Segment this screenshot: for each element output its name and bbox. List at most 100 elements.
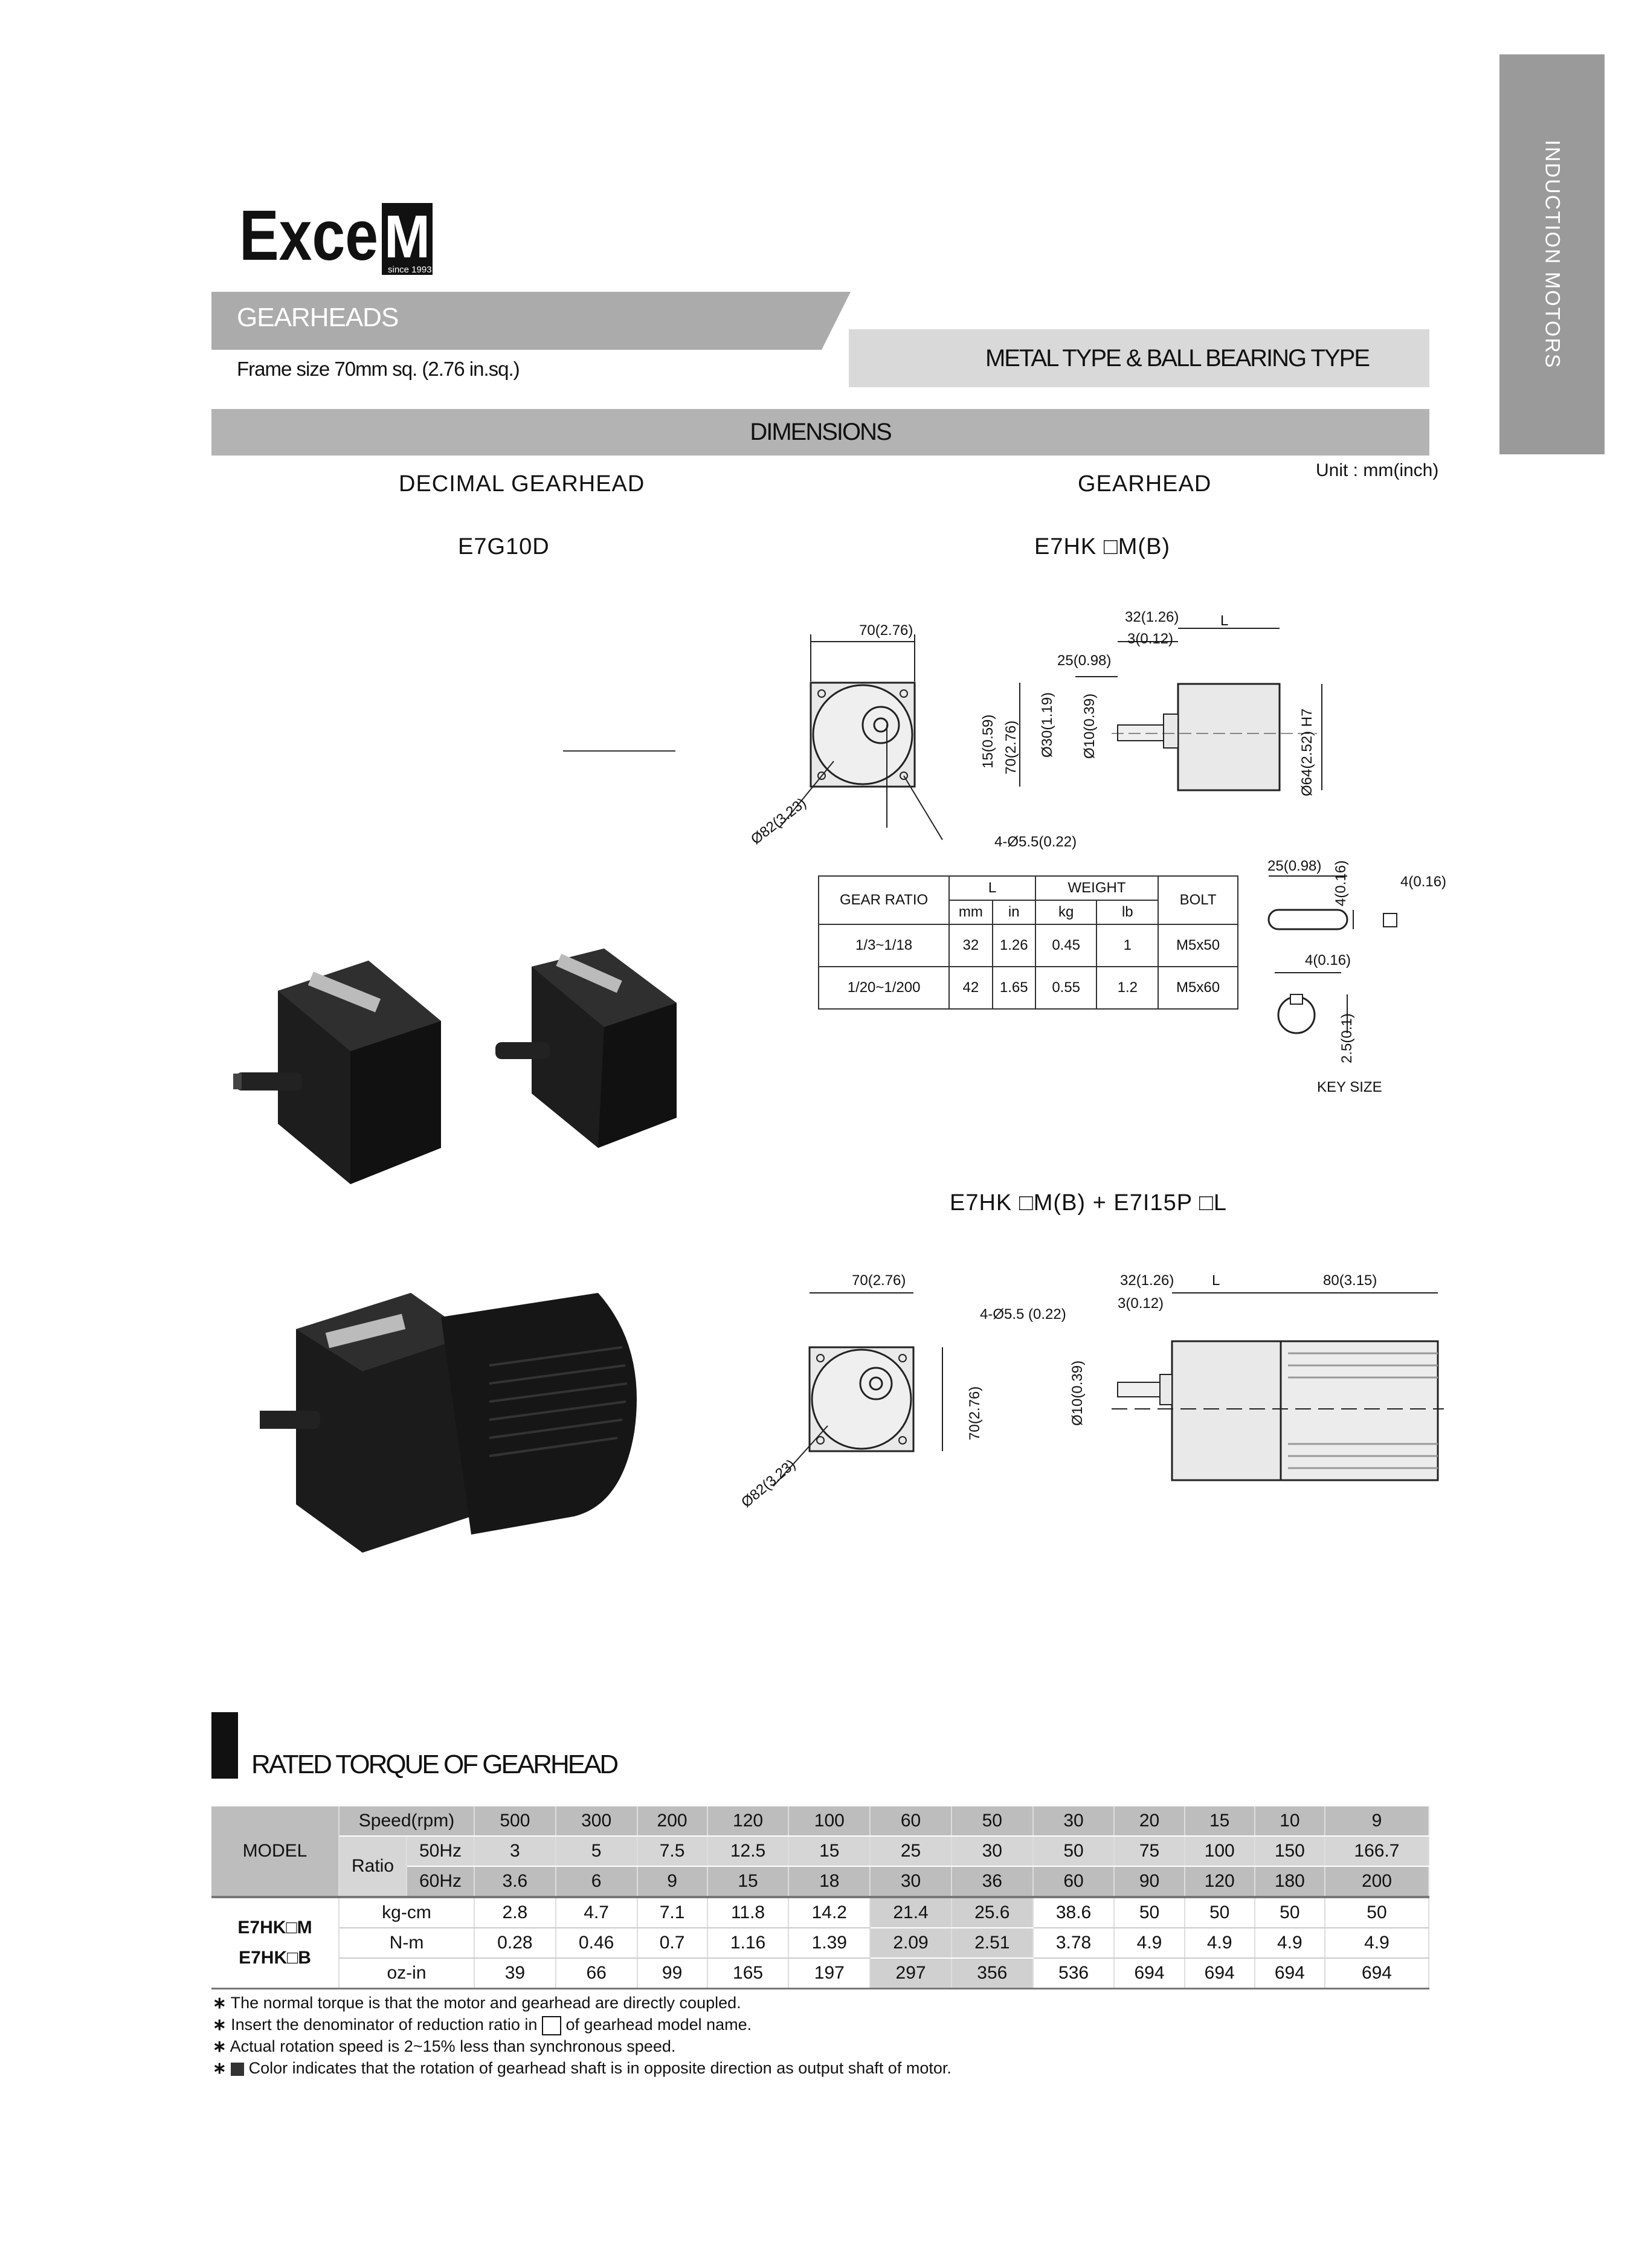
L-header: L — [948, 875, 1036, 901]
motor-front-view — [725, 1275, 1009, 1516]
dim2-32: 32(1.26) — [1120, 1272, 1174, 1289]
speed-header: Speed(rpm) — [339, 1806, 475, 1837]
side-tab: INDUCTION MOTORS — [1499, 54, 1605, 454]
torque-cell: 2.09 — [870, 1928, 952, 1959]
table-row: Ratio 50Hz 3 5 7.5 12.5 15 25 30 50 75 1… — [211, 1836, 1430, 1898]
ratio60-cell: 6 — [555, 1866, 638, 1898]
bolt-cell: M5x50 — [1158, 924, 1238, 967]
ratio60-cell: 15 — [707, 1866, 790, 1898]
torque-cell: 99 — [637, 1958, 708, 1989]
ratio60-cell: 200 — [1324, 1866, 1430, 1898]
svg-text:M: M — [384, 203, 430, 271]
dim2-holes: 4-Ø5.5 (0.22) — [980, 1306, 1066, 1322]
dim-64: Ø64(2.52) H7 — [1299, 708, 1315, 796]
torque-cell: 14.2 — [788, 1897, 871, 1928]
ratio60-cell: 9 — [637, 1866, 708, 1898]
ratio50-cell: 50 — [1032, 1836, 1115, 1867]
kg-cell: 0.55 — [1034, 966, 1098, 1010]
speed-cell: 60 — [870, 1806, 952, 1837]
gearhead-side-view — [1051, 610, 1329, 864]
key-25b: 2.5(0.1) — [1339, 1013, 1355, 1063]
table-row: N-m 0.28 0.46 0.7 1.16 1.39 2.09 2.51 3.… — [211, 1928, 1430, 1959]
speed-cell: 500 — [474, 1806, 556, 1837]
speed-cell: 10 — [1254, 1806, 1325, 1837]
model-cell: E7HK□M E7HK□B — [211, 1897, 340, 1989]
torque-cell: 50 — [1184, 1897, 1255, 1928]
torque-cell: 0.28 — [474, 1928, 556, 1959]
dim2-L: L — [1212, 1272, 1220, 1289]
gearheads-bar: GEARHEADS — [211, 292, 822, 350]
bolt-cell: M5x60 — [1158, 966, 1238, 1010]
gearhead-motor-icon — [254, 1293, 637, 1553]
ratio60-cell: 30 — [870, 1866, 952, 1898]
model-name: E7HK□B — [239, 1948, 311, 1968]
speed-cell: 50 — [951, 1806, 1034, 1837]
metal-type-bar: METAL TYPE & BALL BEARING TYPE — [849, 329, 1429, 387]
svg-text:since 1993: since 1993 — [388, 265, 432, 275]
in-header: in — [991, 900, 1036, 925]
speed-cell: 300 — [555, 1806, 638, 1837]
torque-cell: 0.7 — [637, 1928, 708, 1959]
gear-ratio-header: GEAR RATIO — [817, 875, 950, 925]
ratio50-cell: 7.5 — [637, 1836, 708, 1867]
gearhead-front-view — [743, 610, 1021, 864]
brand-logo: Exce M since 1993 — [239, 196, 433, 275]
torque-cell: 50 — [1324, 1897, 1430, 1928]
dim-L: L — [1220, 613, 1229, 629]
torque-cell: 4.9 — [1254, 1928, 1325, 1959]
ratio60-cell: 36 — [951, 1866, 1034, 1898]
ratio60-cell: 120 — [1184, 1866, 1255, 1898]
torque-cell: 165 — [707, 1958, 790, 1989]
note-3: ∗ Actual rotation speed is 2~15% less th… — [213, 2037, 675, 2056]
table-row: oz-in 39 66 99 165 197 297 356 536 694 6… — [211, 1958, 1430, 1989]
in-cell: 1.65 — [991, 966, 1036, 1010]
torque-cell: 7.1 — [637, 1897, 708, 1928]
ratio50-cell: 75 — [1114, 1836, 1185, 1867]
dimensions-bar: DIMENSIONS — [211, 409, 1429, 456]
mm-header: mm — [948, 900, 993, 925]
torque-cell: 694 — [1254, 1958, 1325, 1989]
note-4: ∗ Color indicates that the rotation of g… — [213, 2059, 952, 2078]
dim2-80: 80(3.15) — [1323, 1272, 1377, 1289]
torque-cell: 197 — [788, 1958, 871, 1989]
hz60-label: 60Hz — [407, 1866, 475, 1898]
dim-70v: 70(2.76) — [1003, 720, 1019, 775]
front-view-drawing — [779, 634, 1020, 840]
key-4b: 4(0.16) — [1400, 874, 1447, 890]
ratio50-cell: 25 — [870, 1836, 952, 1867]
torque-cell: 0.46 — [555, 1928, 638, 1959]
torque-cell: 694 — [1324, 1958, 1430, 1989]
decimal-model: E7G10D — [458, 534, 550, 559]
key-4c: 4(0.16) — [1305, 952, 1351, 968]
ratio-header: Ratio — [339, 1836, 407, 1898]
ratio50-cell: 150 — [1254, 1836, 1325, 1867]
ratio50-cell: 30 — [951, 1836, 1034, 1867]
note-text: Color indicates that the rotation of gea… — [248, 2059, 952, 2077]
mm-cell: 32 — [948, 924, 993, 967]
hz50-label: 50Hz — [407, 1836, 475, 1867]
table-row: E7HK□M E7HK□B kg-cm 2.8 4.7 7.1 11.8 14.… — [211, 1897, 1430, 1989]
key-size-drawing — [1263, 858, 1444, 1075]
table-row: 1/3~1/18 32 1.26 0.45 1 M5x50 — [817, 924, 1238, 967]
speed-cell: 15 — [1184, 1806, 1255, 1837]
asterisk: ∗ — [213, 2059, 227, 2077]
lb-header: lb — [1096, 900, 1159, 925]
side-tab-label: INDUCTION MOTORS — [1541, 140, 1564, 369]
key-25: 25(0.98) — [1267, 858, 1322, 874]
table-row: MODEL Speed(rpm) 500 300 200 120 100 60 … — [211, 1806, 1430, 1898]
gearhead-model: E7HK □M(B) — [1034, 534, 1171, 559]
torque-cell: 356 — [951, 1958, 1034, 1989]
note-text: of gearhead model name. — [565, 2015, 752, 2034]
torque-cell: 21.4 — [870, 1897, 952, 1928]
bolt-header: BOLT — [1158, 875, 1238, 925]
ratio60-cell: 3.6 — [474, 1866, 556, 1898]
note-text: The normal torque is that the motor and … — [230, 1994, 741, 2012]
gearhead-motor-model: E7HK □M(B) + E7I15P □L — [950, 1190, 1227, 1216]
weight-header: WEIGHT — [1034, 875, 1159, 901]
kg-cell: 0.45 — [1034, 924, 1098, 967]
decimal-gearhead-heading: DECIMAL GEARHEAD — [399, 471, 645, 497]
dim-3: 3(0.12) — [1127, 631, 1174, 647]
gearhead-heading: GEARHEAD — [1078, 471, 1212, 497]
dim2-70: 70(2.76) — [852, 1272, 906, 1289]
table-row: 60Hz 3.6 6 9 15 18 30 36 60 90 120 180 2… — [211, 1866, 1430, 1898]
